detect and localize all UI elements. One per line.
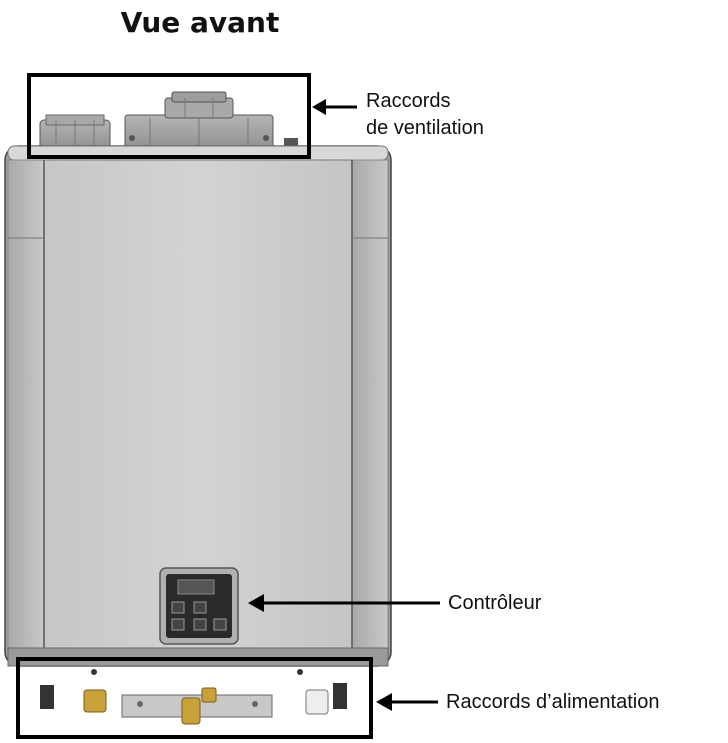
vent-label-line1: Raccords	[366, 90, 451, 112]
left-arrow-icon	[248, 594, 440, 612]
control-panel-icon	[159, 567, 239, 645]
supply-connections	[40, 669, 347, 725]
left-arrow-icon	[376, 693, 438, 711]
heater-body	[4, 145, 392, 667]
supply-label: Raccords d’alimentation	[446, 691, 660, 713]
left-arrow-icon	[312, 99, 357, 115]
controller-label: Contrôleur	[448, 592, 542, 614]
diagram-title: Vue avant	[120, 6, 280, 39]
vent-callout-box	[27, 73, 311, 159]
vent-connections	[39, 91, 298, 154]
supply-callout-box	[16, 657, 373, 739]
vent-label-line2: de ventilation	[366, 117, 484, 139]
